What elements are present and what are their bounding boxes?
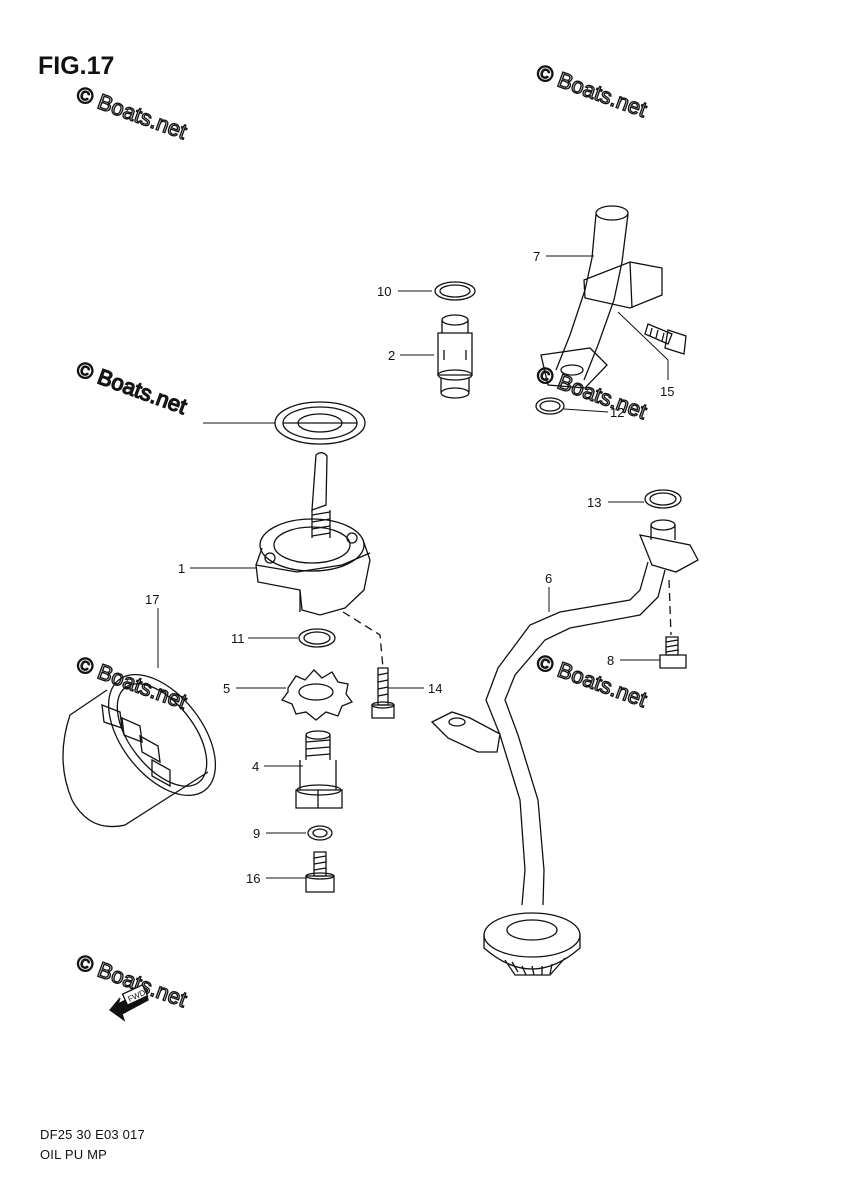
part-4-shaft <box>295 730 343 809</box>
part-9-washer <box>307 825 333 841</box>
part-8-bolt <box>659 636 687 669</box>
part-5-star-washer <box>280 669 354 721</box>
figure-title: FIG.17 <box>38 52 115 80</box>
figure-code: DF25 30 E03 017 <box>40 1127 145 1142</box>
assembly-line <box>668 579 672 636</box>
part-10-o-ring <box>434 281 476 301</box>
part-15-bolt <box>644 323 687 355</box>
forward-direction-badge: FWD <box>109 984 149 1022</box>
part-1-oil-pump <box>255 452 371 616</box>
callout-2: 2 <box>388 348 395 363</box>
part-17-oil-filter <box>62 673 217 828</box>
watermark: © Boats.net <box>533 59 650 122</box>
part-12-o-ring <box>535 397 565 415</box>
part-14-bolt <box>371 667 395 719</box>
watermark: © Boats.net <box>73 81 190 144</box>
callout-13: 13 <box>587 495 601 510</box>
callout-6: 6 <box>545 571 552 586</box>
callout-5: 5 <box>223 681 230 696</box>
part-6-oil-strainer <box>430 519 699 976</box>
figure-name: OIL PU MP <box>40 1147 108 1162</box>
part-2-fitting <box>437 314 473 399</box>
watermark: © Boats.net <box>533 361 650 424</box>
callout-12: 12 <box>610 405 624 420</box>
callout-17: 17 <box>145 592 159 607</box>
watermark-group: © Boats.net © Boats.net © Boats.net © Bo… <box>73 59 651 1013</box>
assembly-line <box>342 611 384 669</box>
gasket <box>274 401 366 445</box>
callout-7: 7 <box>533 249 540 264</box>
callout-labels: 1 2 4 5 6 7 8 9 10 11 12 13 14 15 16 17 <box>145 249 674 886</box>
part-7-oil-pipe <box>540 205 663 389</box>
callout-11: 11 <box>231 631 245 646</box>
watermark: © Boats.net <box>73 651 190 714</box>
callout-16: 16 <box>246 871 260 886</box>
callout-15: 15 <box>660 384 674 399</box>
callout-14: 14 <box>428 681 442 696</box>
callout-9: 9 <box>253 826 260 841</box>
callout-10: 10 <box>377 284 391 299</box>
callout-4: 4 <box>252 759 259 774</box>
watermark: © Boats.net <box>533 649 650 712</box>
part-13-o-ring <box>644 489 682 509</box>
leader-lines <box>157 255 669 879</box>
callout-1: 1 <box>178 561 185 576</box>
callout-8: 8 <box>607 653 614 668</box>
part-16-bolt <box>305 851 335 893</box>
watermark: © Boats.net <box>73 356 190 419</box>
part-11-o-ring <box>298 628 336 648</box>
